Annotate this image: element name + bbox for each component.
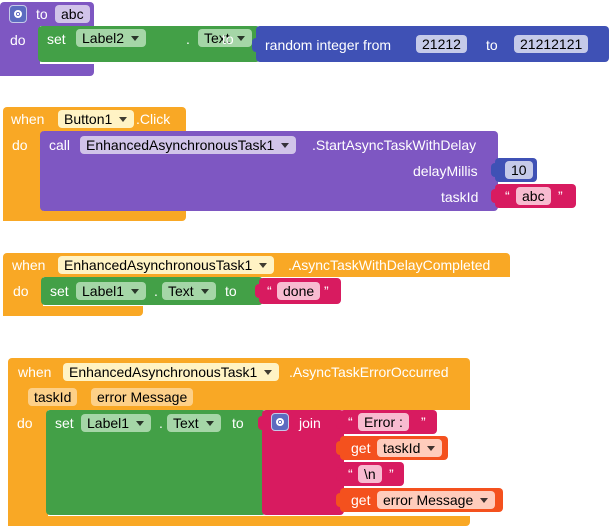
do-keyword: do [17, 415, 33, 431]
random-integer-block[interactable]: random integer from 21212 to 21212121 [252, 26, 609, 62]
component-dropdown[interactable]: EnhancedAsynchronousTask1 [80, 136, 297, 154]
do-keyword: do [10, 32, 26, 48]
component-dropdown[interactable]: Button1 [58, 110, 135, 128]
set-keyword: set [47, 31, 66, 47]
dot-separator: . [159, 415, 163, 431]
set-keyword: set [55, 415, 74, 431]
to-number-field[interactable]: 21212121 [514, 35, 589, 53]
component-dropdown[interactable]: Label1 [81, 414, 152, 432]
event-name: .AsyncTaskErrorOccurred [289, 364, 449, 380]
text-field[interactable]: Error : [358, 413, 409, 431]
property-dropdown[interactable]: Text [162, 282, 216, 300]
gear-icon[interactable] [271, 413, 289, 431]
join-item-error-text[interactable]: “ Error : ” [336, 410, 437, 434]
join-item-get-error-message[interactable]: get error Message [336, 488, 503, 512]
component-dropdown[interactable]: Label1 [76, 282, 147, 300]
get-keyword: get [351, 492, 371, 508]
dot-separator: . [154, 283, 158, 299]
event-block-button-click[interactable]: when Button1 .Click do [3, 107, 186, 221]
variable-dropdown[interactable]: error Message [377, 491, 496, 509]
close-quote: ” [324, 283, 329, 299]
set-label2-text-block[interactable]: set Label2 . Text to [38, 26, 260, 62]
join-item-newline-text[interactable]: “ \n ” [336, 462, 404, 486]
done-text-block[interactable]: “ done ” [255, 278, 341, 304]
param-error-message[interactable]: error Message [91, 388, 194, 406]
when-keyword: when [18, 364, 52, 380]
text-field[interactable]: abc [516, 187, 551, 205]
open-quote: “ [348, 414, 353, 430]
event-name: .AsyncTaskWithDelayCompleted [288, 257, 491, 273]
close-quote: ” [389, 466, 394, 482]
call-keyword: call [49, 137, 71, 153]
call-start-async-task-block[interactable]: call EnhancedAsynchronousTask1 .StartAsy… [40, 131, 498, 211]
join-item-get-task-id[interactable]: get taskId [336, 436, 448, 460]
to-keyword: to [486, 37, 498, 53]
event-name: .Click [136, 111, 171, 127]
to-keyword: to [225, 283, 237, 299]
number-field[interactable]: 10 [505, 161, 533, 179]
delay-millis-number-block[interactable]: 10 [491, 158, 537, 182]
procedure-block[interactable]: to abc do [0, 2, 94, 76]
close-quote: ” [421, 414, 426, 430]
when-keyword: when [12, 257, 46, 273]
when-keyword: when [11, 111, 45, 127]
open-quote: “ [505, 188, 510, 204]
variable-dropdown[interactable]: taskId [377, 439, 443, 457]
get-keyword: get [351, 440, 371, 456]
param-label-delay-millis: delayMillis [413, 163, 478, 179]
to-keyword: to [232, 415, 244, 431]
param-label-task-id: taskId [441, 189, 479, 205]
set-label1-text-block[interactable]: set Label1 . Text to [46, 410, 266, 515]
gear-icon[interactable] [9, 5, 27, 23]
set-label1-text-block[interactable]: set Label1 . Text to [41, 277, 263, 305]
to-keyword: to [222, 31, 234, 47]
method-name: .StartAsyncTaskWithDelay [312, 137, 477, 153]
open-quote: “ [267, 283, 272, 299]
component-dropdown[interactable]: EnhancedAsynchronousTask1 [58, 256, 275, 274]
close-quote: ” [558, 188, 563, 204]
join-block[interactable]: join [258, 410, 344, 515]
event-block-delay-completed[interactable]: when EnhancedAsynchronousTask1 .AsyncTas… [3, 253, 510, 316]
param-task-id[interactable]: taskId [28, 388, 78, 406]
text-field[interactable]: \n [358, 465, 382, 483]
procedure-name-field[interactable]: abc [55, 5, 90, 23]
event-block-error-occurred[interactable]: when EnhancedAsynchronousTask1 .AsyncTas… [8, 358, 470, 526]
do-keyword: do [13, 283, 29, 299]
property-dropdown[interactable]: Text [198, 29, 252, 47]
join-keyword: join [299, 415, 321, 431]
text-field[interactable]: done [277, 282, 321, 300]
set-keyword: set [50, 283, 69, 299]
do-keyword: do [12, 137, 28, 153]
from-number-field[interactable]: 21212 [416, 35, 467, 53]
property-dropdown[interactable]: Text [167, 414, 221, 432]
component-dropdown[interactable]: Label2 [76, 29, 147, 47]
to-keyword: to [36, 6, 48, 22]
task-id-text-block[interactable]: “ abc ” [491, 184, 576, 208]
open-quote: “ [348, 466, 353, 482]
dot-separator: . [186, 31, 190, 47]
random-integer-label: random integer from [265, 37, 392, 53]
component-dropdown[interactable]: EnhancedAsynchronousTask1 [63, 363, 280, 381]
